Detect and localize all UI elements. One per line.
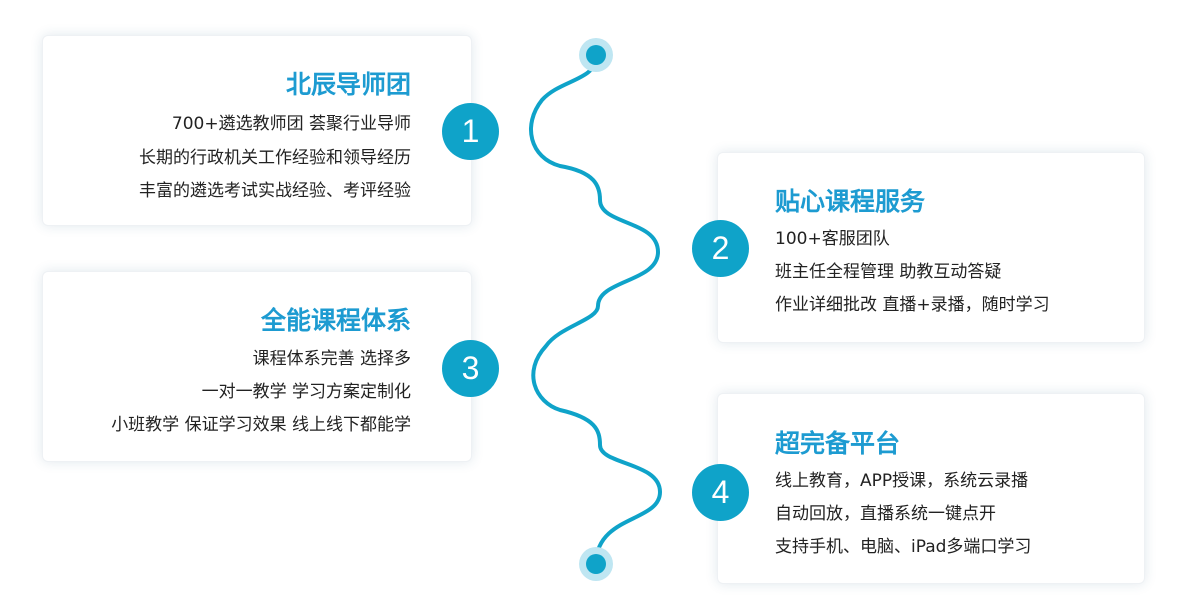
card-line: 课程体系完善 选择多 xyxy=(252,349,411,369)
card-tutor-team: 北辰导师团 700+遴选教师团 荟聚行业导师 长期的行政机关工作经验和领导经历 … xyxy=(42,35,472,226)
card-line: 长期的行政机关工作经验和领导经历 xyxy=(139,148,411,168)
card-line: 作业详细批改 直播+录播，随时学习 xyxy=(775,295,1050,315)
card-line: 一对一教学 学习方案定制化 xyxy=(201,382,411,402)
card-line: 100+客服团队 xyxy=(775,229,890,249)
step-number-badge: 4 xyxy=(692,464,749,521)
card-title: 超完备平台 xyxy=(775,429,901,458)
card-line: 丰富的遴选考试实战经验、考评经验 xyxy=(139,181,411,201)
bottom-dot xyxy=(586,554,606,574)
step-number-badge: 2 xyxy=(692,220,749,277)
card-line: 自动回放，直播系统一键点开 xyxy=(775,504,996,524)
step-number-badge: 1 xyxy=(442,103,499,160)
card-title: 全能课程体系 xyxy=(260,306,411,335)
card-line: 小班教学 保证学习效果 线上线下都能学 xyxy=(111,415,411,435)
card-course-service: 贴心课程服务 100+客服团队 班主任全程管理 助教互动答疑 作业详细批改 直播… xyxy=(717,152,1145,343)
card-title: 贴心课程服务 xyxy=(775,187,926,216)
card-title: 北辰导师团 xyxy=(285,70,411,99)
card-course-system: 全能课程体系 课程体系完善 选择多 一对一教学 学习方案定制化 小班教学 保证学… xyxy=(42,271,472,462)
card-line: 班主任全程管理 助教互动答疑 xyxy=(775,262,1002,282)
wavy-connector-line xyxy=(529,55,663,564)
card-line: 线上教育，APP授课，系统云录播 xyxy=(775,471,1029,491)
card-line: 支持手机、电脑、iPad多端口学习 xyxy=(775,537,1032,557)
card-line: 700+遴选教师团 荟聚行业导师 xyxy=(171,114,411,134)
card-platform: 超完备平台 线上教育，APP授课，系统云录播 自动回放，直播系统一键点开 支持手… xyxy=(717,393,1145,584)
step-number-badge: 3 xyxy=(442,340,499,397)
top-dot xyxy=(586,45,606,65)
